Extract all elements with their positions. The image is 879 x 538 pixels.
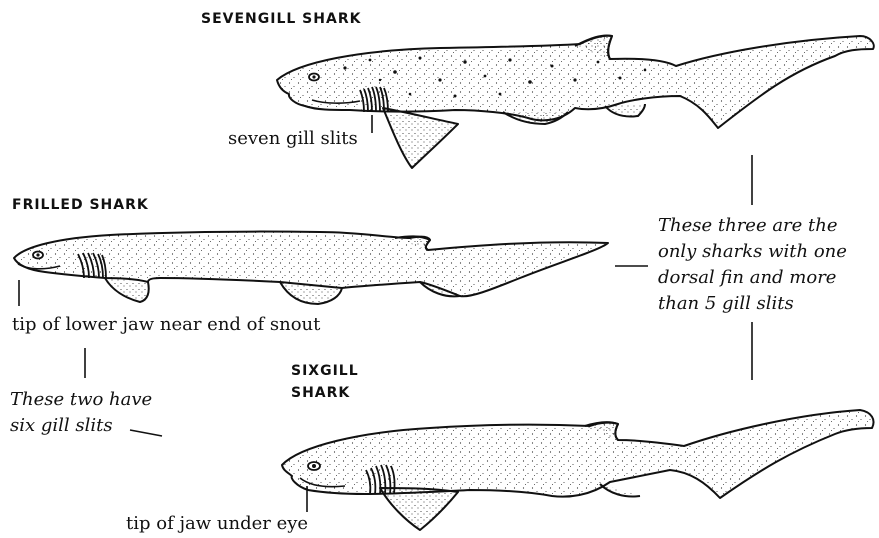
three-sharks-note-line: than 5 gill slits: [658, 291, 847, 317]
frilled-title: FRILLED SHARK: [12, 194, 149, 216]
sevengill-pectoral-fin: [383, 108, 458, 168]
two-sharks-note-line: six gill slits: [10, 413, 152, 439]
sevengill-shark-illustration: [277, 35, 874, 168]
sevengill-title: SEVENGILL SHARK: [201, 8, 361, 30]
sevengill-body: [277, 36, 874, 128]
two-sharks-note: These two have six gill slits: [10, 387, 152, 439]
sixgill-anal-fin: [600, 484, 640, 497]
two-sharks-note-line: These two have: [10, 387, 152, 413]
sevengill-anal-fin: [605, 104, 645, 117]
frilled-jaw-label: tip of lower jaw near end of snout: [12, 314, 320, 336]
sixgill-jaw-label: tip of jaw under eye: [126, 513, 308, 535]
three-sharks-note: These three are the only sharks with one…: [658, 213, 847, 317]
frilled-shark-illustration: [14, 232, 608, 304]
sixgill-title-line-1: SIXGILL: [291, 360, 359, 382]
three-sharks-note-line: dorsal fin and more: [658, 265, 847, 291]
sixgill-shark-illustration: [282, 410, 874, 530]
three-sharks-note-line: These three are the: [658, 213, 847, 239]
sevengill-gill-label: seven gill slits: [228, 128, 358, 150]
sevengill-pelvic-fin: [503, 112, 568, 124]
sixgill-title-line-2: SHARK: [291, 382, 359, 404]
three-sharks-note-line: only sharks with one: [658, 239, 847, 265]
sixgill-title: SIXGILL SHARK: [291, 360, 359, 404]
